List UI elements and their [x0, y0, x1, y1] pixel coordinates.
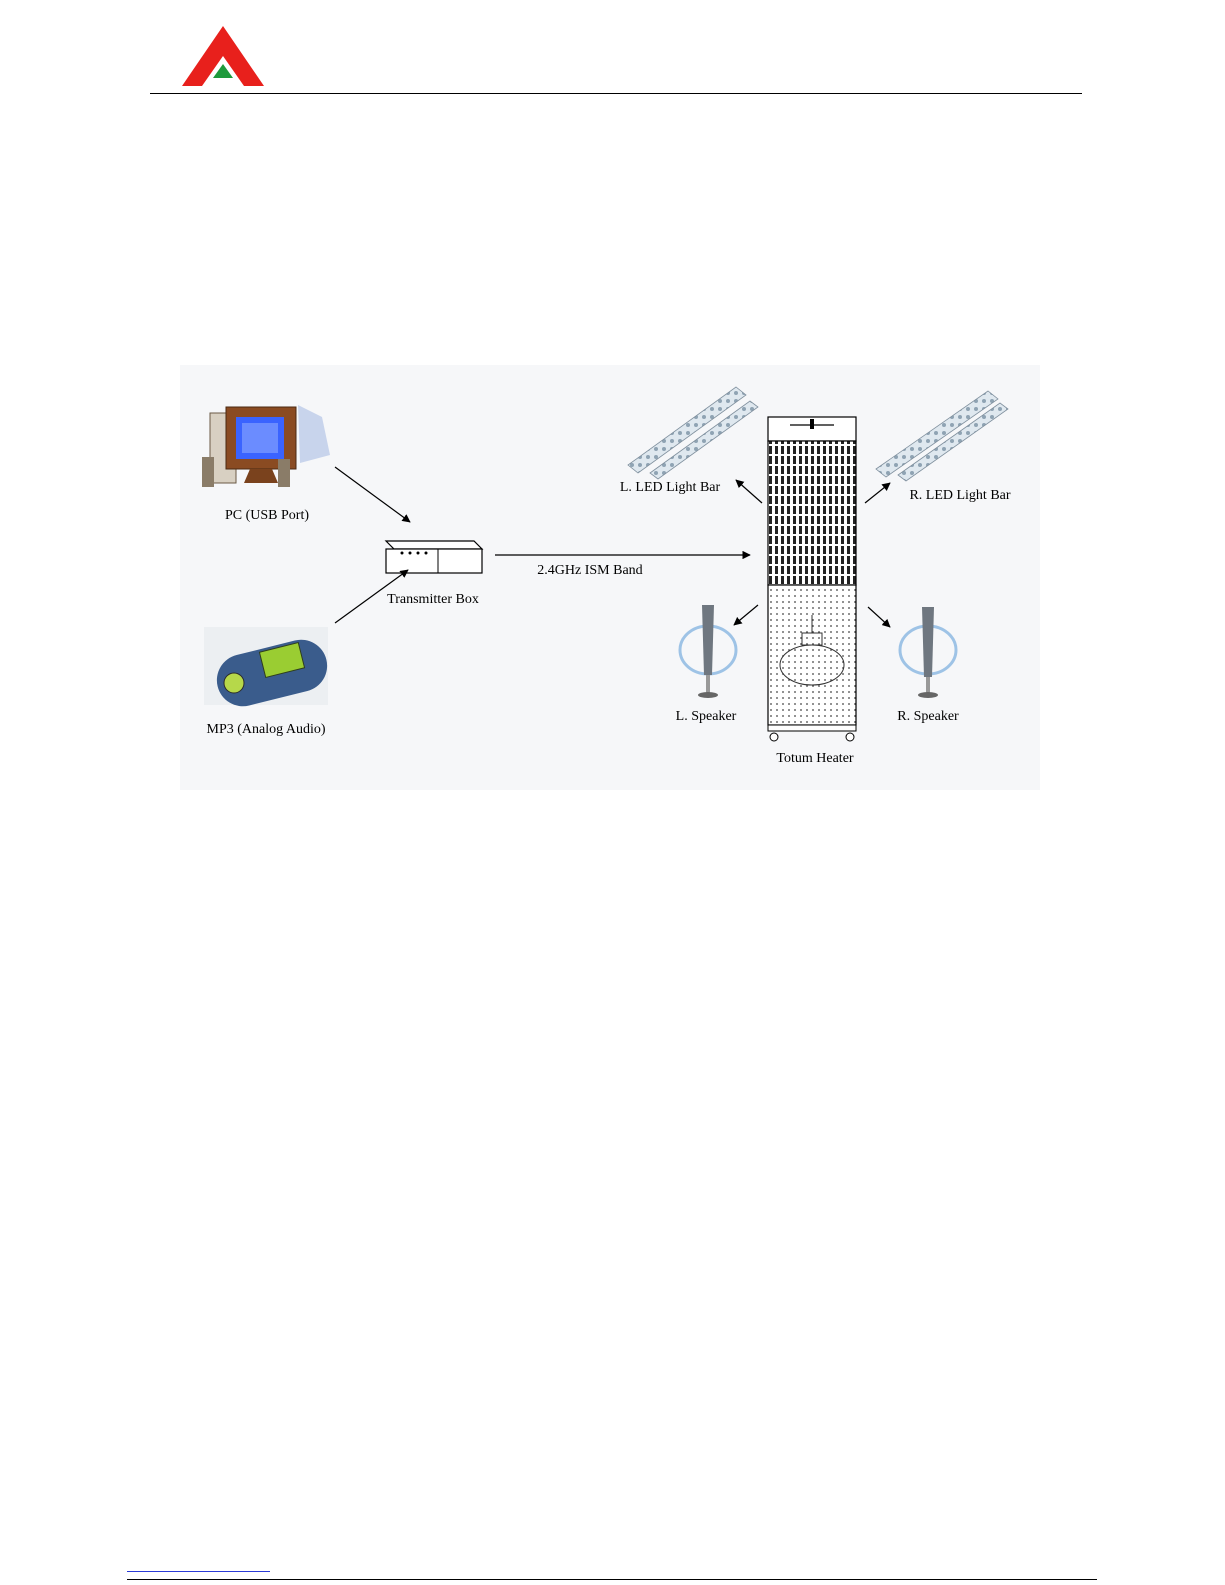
mp3-label: MP3 (Analog Audio) [207, 722, 326, 737]
footer-divider [127, 1579, 1097, 1580]
transmitter-box-icon [386, 541, 482, 573]
right-speaker-label: R. Speaker [897, 709, 959, 724]
left-speaker-label: L. Speaker [676, 709, 737, 724]
footer-link-underline[interactable] [127, 1571, 270, 1572]
right-led-label: R. LED Light Bar [909, 488, 1010, 503]
system-diagram: PC (USB Port) MP3 (Analog Audio) Transmi… [180, 365, 1040, 790]
company-logo [180, 24, 266, 88]
pc-label: PC (USB Port) [225, 508, 309, 523]
transmitter-label: Transmitter Box [387, 592, 479, 607]
link-label: 2.4GHz ISM Band [537, 563, 642, 578]
heater-label: Totum Heater [776, 751, 853, 766]
mp3-player-icon [204, 627, 333, 712]
header-divider [150, 93, 1082, 94]
totum-heater-icon [768, 417, 856, 741]
left-led-label: L. LED Light Bar [620, 480, 721, 495]
